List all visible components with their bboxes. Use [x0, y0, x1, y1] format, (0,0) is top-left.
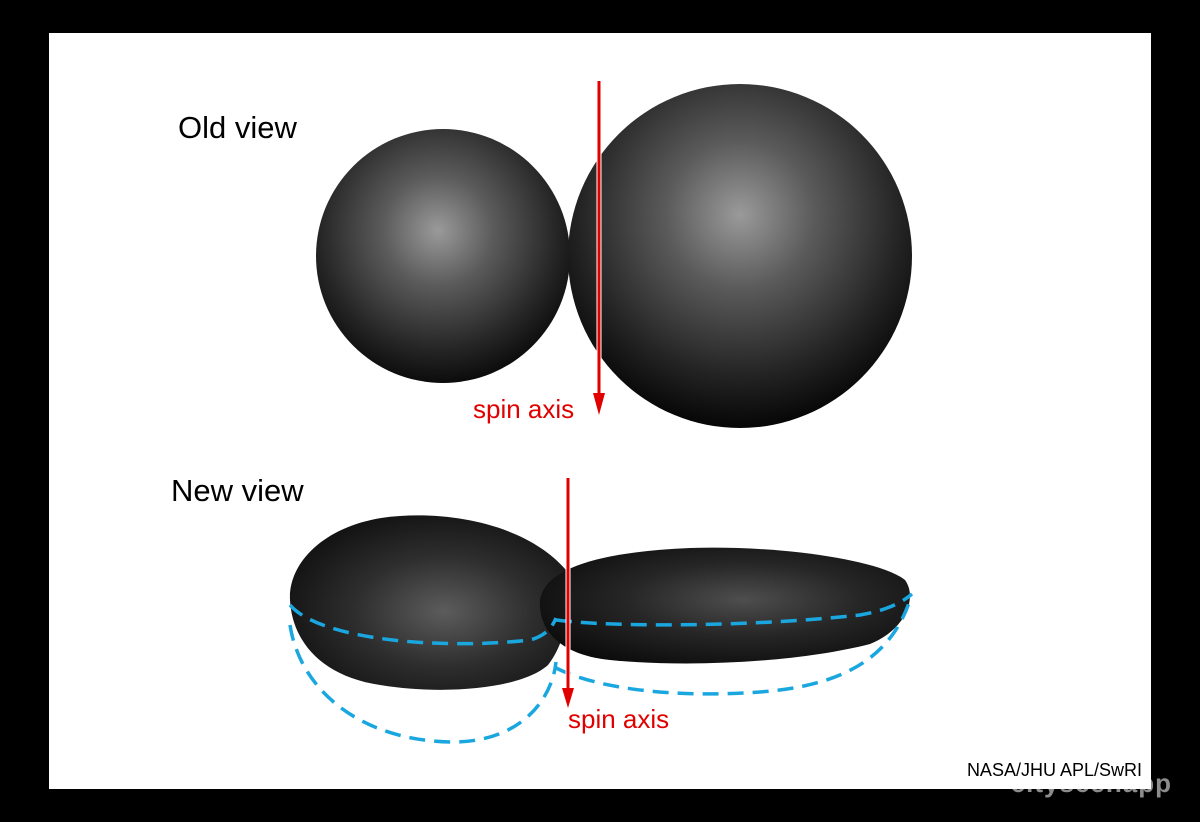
new-dashed-outlines [288, 592, 914, 744]
old-spin-axis [593, 81, 605, 415]
new-right-lobe [539, 547, 910, 664]
watermark: cityscenapp [1010, 768, 1172, 798]
new-spin-axis-label: spin axis [568, 704, 670, 734]
new-spin-axis [562, 478, 574, 708]
image-credit: NASA/JHU APL/SwRI [966, 760, 1142, 780]
new-view-title: New view [171, 473, 304, 508]
old-small-lobe [316, 129, 570, 383]
old-view-title: Old view [178, 110, 297, 145]
old-spin-axis-label: spin axis [473, 394, 575, 424]
old-large-lobe [568, 84, 912, 428]
new-left-lobe [289, 515, 570, 690]
